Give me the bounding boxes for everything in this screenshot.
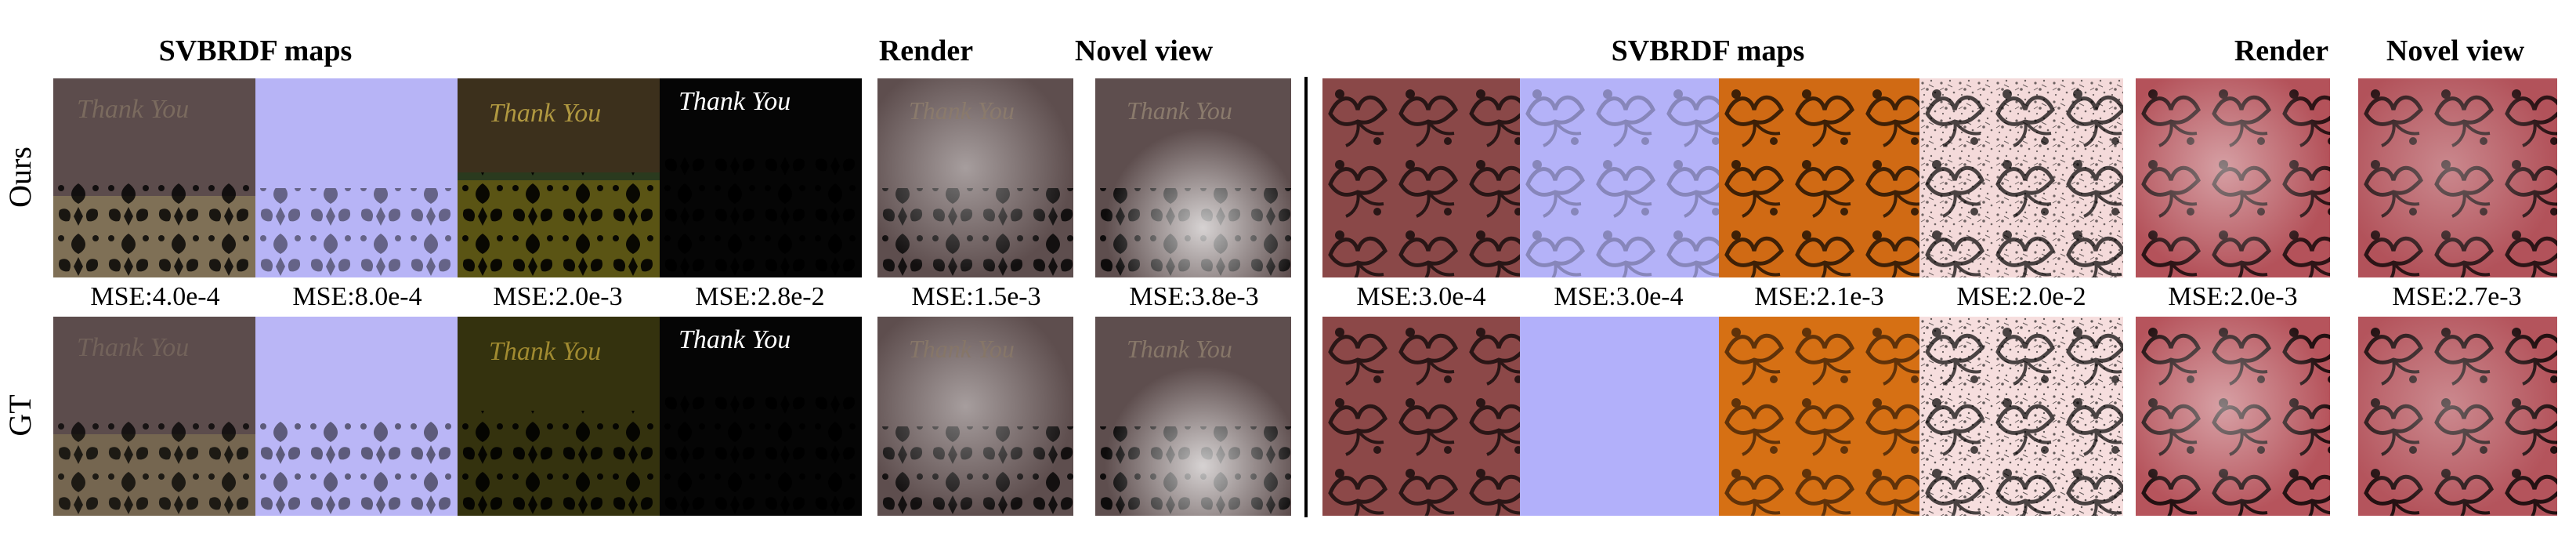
header-novel-view-left: Novel view [1074, 34, 1214, 67]
right-mse-normal: MSE:3.0e-4 [1554, 282, 1684, 311]
left-ours-specular-card-text: Thank You [489, 99, 601, 128]
left-gt-novel-view: Thank You [1095, 317, 1291, 516]
right-gt-diffuse-map [1322, 317, 1520, 516]
left-ours-render: Thank You [877, 78, 1073, 277]
right-gt-normal-map [1520, 317, 1719, 516]
right-gt-specular-map [1719, 317, 1919, 516]
right-mse-mask: MSE:2.0e-2 [1956, 282, 2086, 311]
left-gt-mask-map: Thank You [660, 317, 862, 516]
left-ours-mask-card-text: Thank You [678, 87, 791, 116]
left-gt-specular-card-text: Thank You [489, 337, 601, 366]
left-gt-diffuse-map: Thank You [53, 317, 255, 516]
left-ours-specular-map: Thank You [458, 78, 660, 277]
right-ours-render [2136, 78, 2330, 277]
row-label-ours: Ours [2, 147, 38, 208]
left-ours-diffuse-card-text: Thank You [77, 95, 189, 124]
right-ours-specular-map [1719, 78, 1919, 277]
right-gt-novel-view [2358, 317, 2557, 516]
right-mse-specular: MSE:2.1e-3 [1754, 282, 1884, 311]
left-gt-specular-map: Thank You [458, 317, 660, 516]
right-mse-diffuse: MSE:3.0e-4 [1356, 282, 1486, 311]
left-gt-diffuse-card-text: Thank You [77, 333, 189, 362]
left-ours-render-card-text: Thank You [909, 96, 1015, 125]
right-ours-novel-view [2358, 78, 2557, 277]
left-ours-normal-map [255, 78, 458, 277]
left-mse-mask: MSE:2.8e-2 [695, 282, 825, 311]
left-ours-novel-card-text: Thank You [1127, 96, 1232, 125]
left-ours-novel-view: Thank You [1095, 78, 1291, 277]
header-novel-view-right: Novel view [2386, 34, 2525, 67]
left-mse-normal: MSE:8.0e-4 [292, 282, 422, 311]
left-ours-mask-map: Thank You [660, 78, 862, 277]
left-mse-novel-view: MSE:3.8e-3 [1129, 282, 1259, 311]
right-gt-mask-map [1919, 317, 2123, 516]
right-ours-normal-map [1520, 78, 1719, 277]
header-svbrdf-maps-right: SVBRDF maps [1611, 34, 1805, 67]
right-ours-mask-map [1919, 78, 2123, 277]
left-gt-novel-card-text: Thank You [1127, 335, 1232, 363]
left-gt-normal-map [255, 317, 458, 516]
left-gt-mask-card-text: Thank You [678, 325, 791, 354]
left-mse-diffuse: MSE:4.0e-4 [90, 282, 220, 311]
right-mse-render: MSE:2.0e-3 [2168, 282, 2298, 311]
right-ours-diffuse-map [1322, 78, 1520, 277]
left-mse-render: MSE:1.5e-3 [911, 282, 1041, 311]
panel-divider [1304, 77, 1308, 517]
right-gt-render [2136, 317, 2330, 516]
left-mse-specular: MSE:2.0e-3 [493, 282, 623, 311]
header-render-left: Render [878, 34, 974, 67]
row-label-gt: GT [2, 394, 38, 437]
left-gt-render: Thank You [877, 317, 1073, 516]
header-render-right: Render [2234, 34, 2329, 67]
left-ours-diffuse-map: Thank You [53, 78, 255, 277]
left-gt-render-card-text: Thank You [909, 335, 1015, 363]
right-mse-novel-view: MSE:2.7e-3 [2392, 282, 2522, 311]
header-svbrdf-maps-left: SVBRDF maps [158, 34, 353, 67]
